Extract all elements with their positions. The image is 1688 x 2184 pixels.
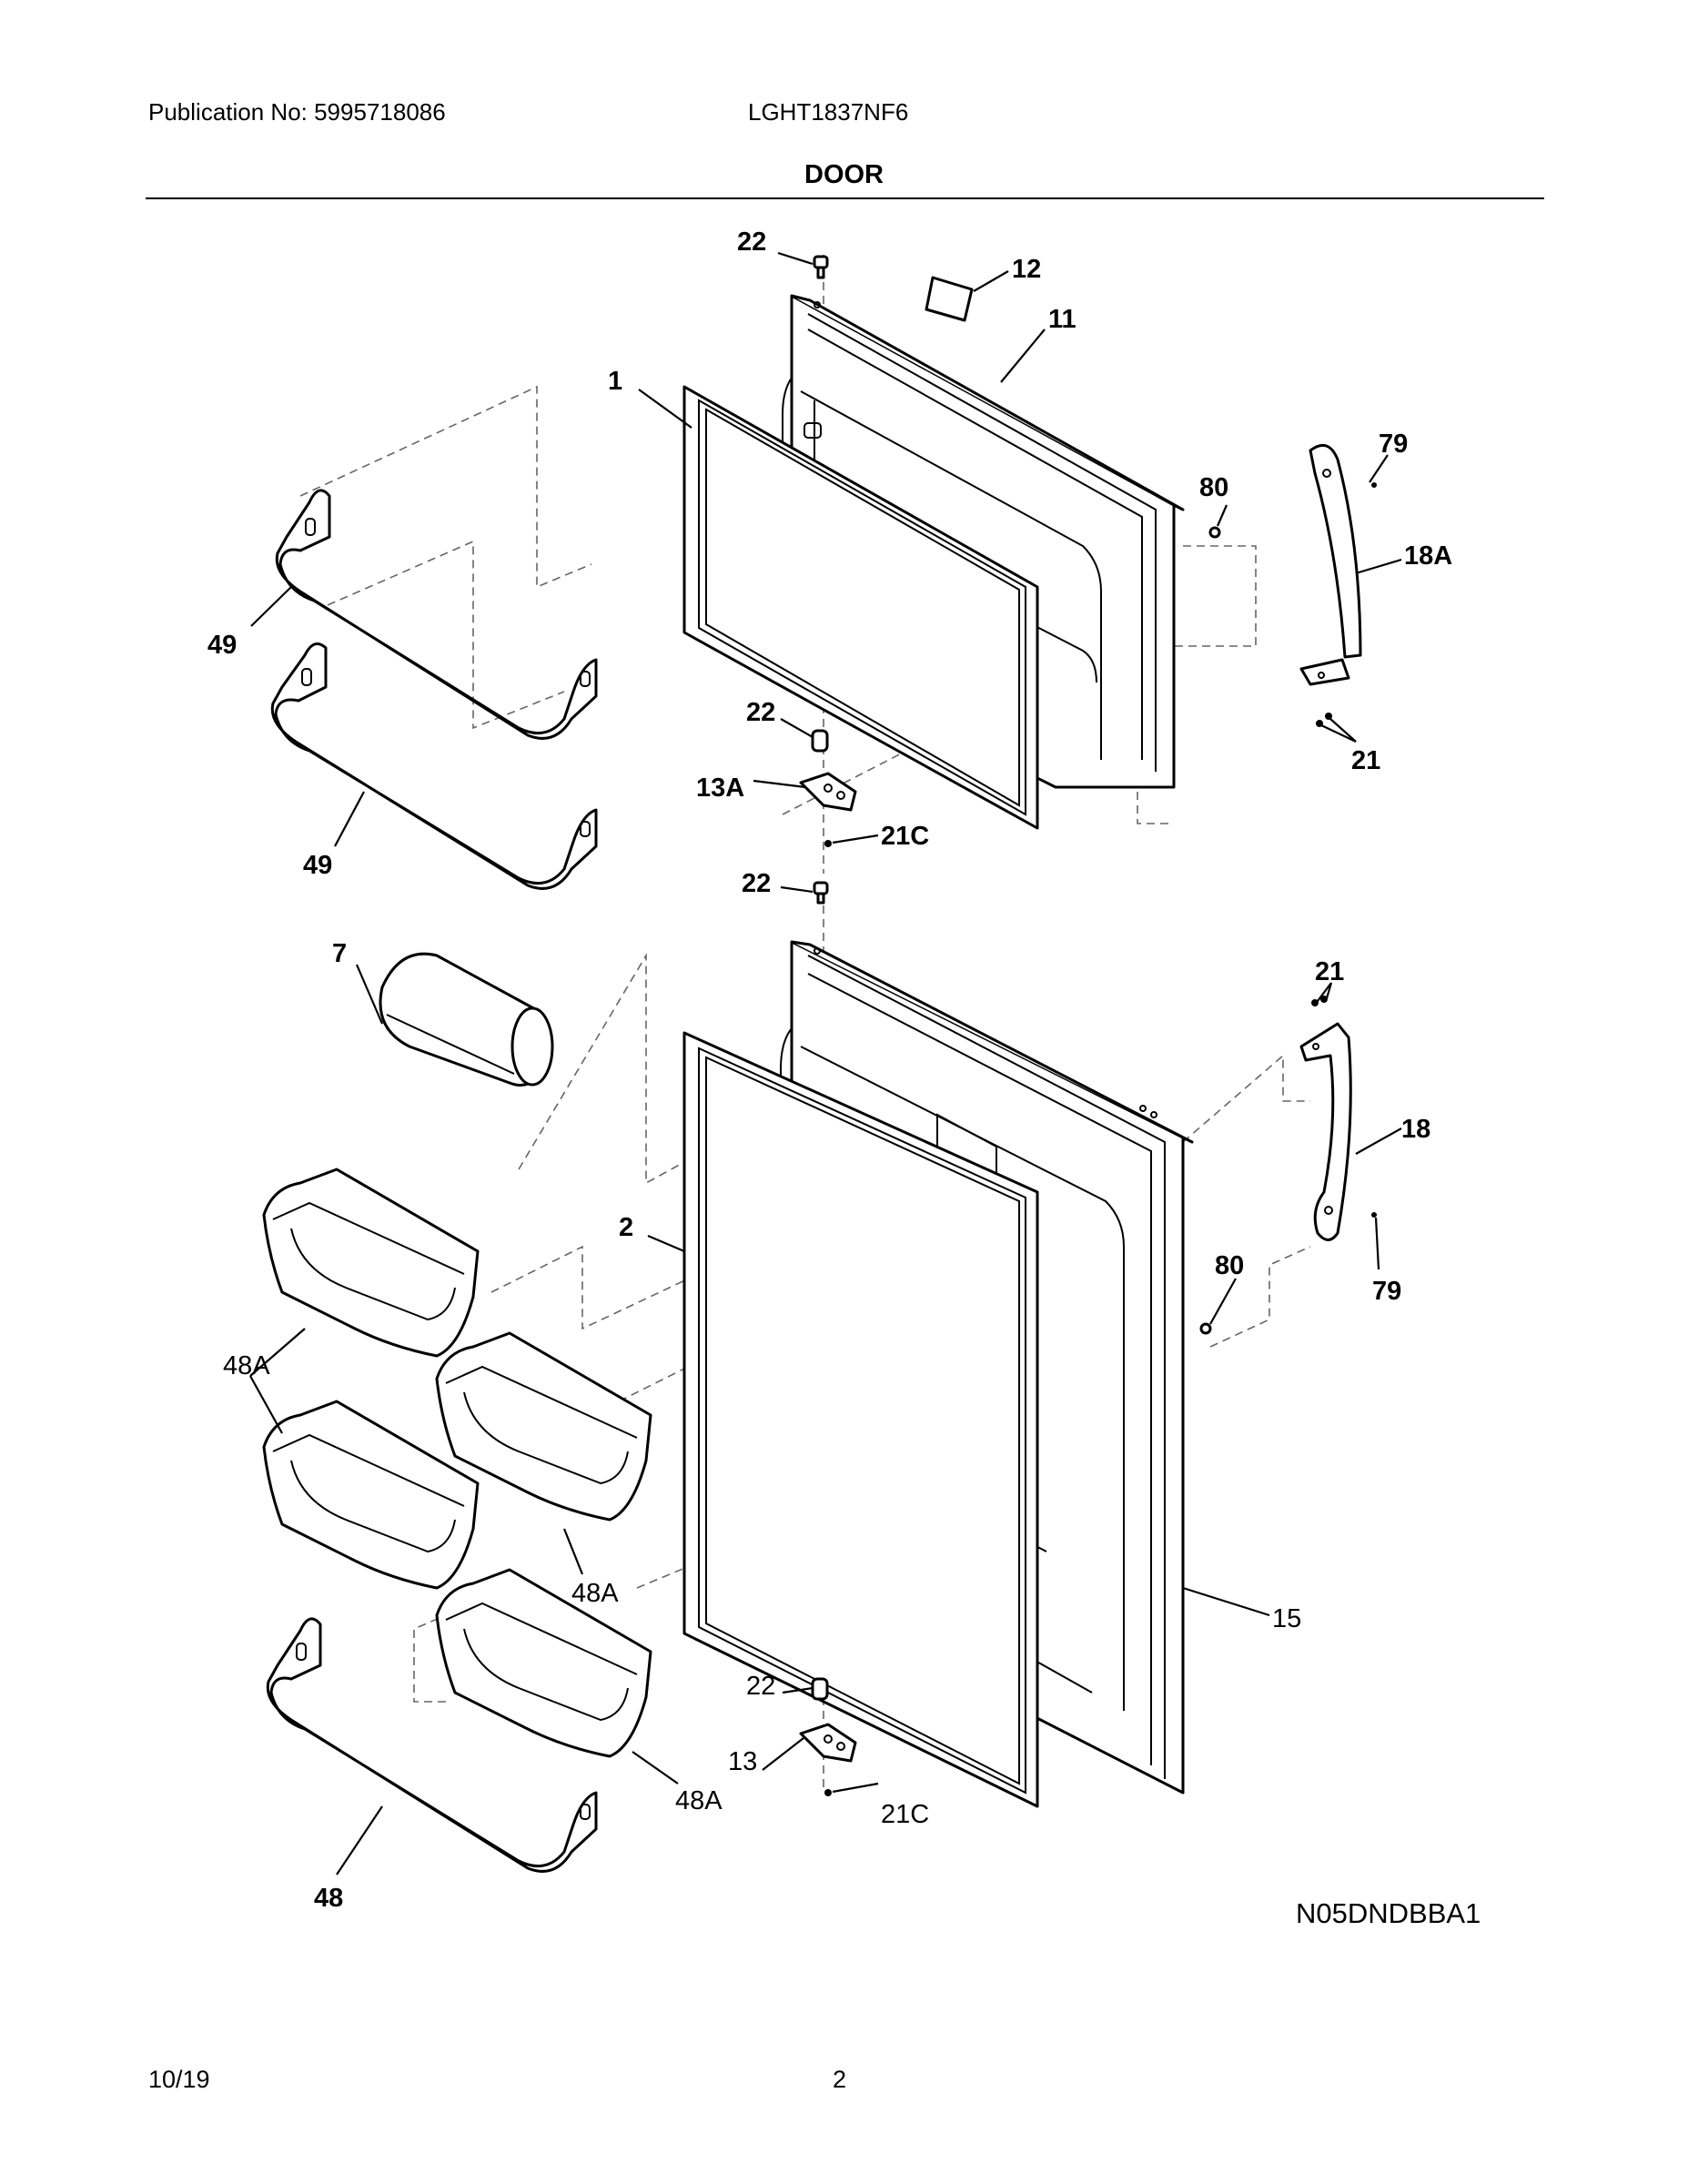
- section-title: DOOR: [804, 160, 884, 189]
- freezer-door-shelf-upper: [275, 489, 598, 740]
- freezer-door-assembly: [299, 255, 1377, 874]
- callout-18A: 18A: [1404, 541, 1452, 571]
- header-rule: [146, 197, 1544, 199]
- fresh-food-handle: [1299, 1022, 1352, 1241]
- screw-21C-upper: [824, 840, 832, 847]
- plug-80-upper: [1208, 526, 1221, 539]
- callout-48: 48: [314, 1884, 343, 1913]
- callout-21C-upper: 21C: [881, 822, 929, 851]
- dairy-door-part: [379, 952, 554, 1087]
- screw-hinge-fresh-food: [811, 1677, 829, 1701]
- plug-80-lower: [1199, 1322, 1212, 1335]
- callout-15: 15: [1272, 1604, 1301, 1633]
- callout-22-top-freezer: 22: [737, 228, 766, 257]
- callout-11: 11: [1048, 305, 1076, 334]
- callout-22-hinge-freezer: 22: [746, 698, 775, 727]
- footer-date: 10/19: [148, 2066, 210, 2093]
- freezer-door-gasket: [682, 385, 1039, 830]
- callout-21C-lower: 21C: [881, 1800, 929, 1829]
- fresh-food-door-assembly: [413, 881, 1377, 1808]
- screw-79-upper: [1371, 482, 1377, 488]
- callout-79-lower: 79: [1372, 1277, 1401, 1306]
- callout-79-upper: 79: [1379, 430, 1408, 459]
- callout-18: 18: [1401, 1115, 1430, 1144]
- callout-22-hinge-fresh-food: 22: [746, 1672, 775, 1701]
- model-number: LGHT1837NF6: [748, 98, 909, 126]
- callout-21-lower: 21: [1315, 957, 1344, 986]
- door-bin-lower-left: [262, 1400, 480, 1590]
- callout-49-upper: 49: [207, 631, 237, 660]
- callout-48A-middle: 48A: [571, 1579, 619, 1608]
- door-bin-lower-right: [435, 1568, 652, 1758]
- callout-7: 7: [332, 939, 347, 968]
- freezer-door-shelf-lower: [270, 642, 598, 890]
- callout-48A-right: 48A: [675, 1786, 723, 1815]
- callout-80-lower: 80: [1215, 1251, 1244, 1280]
- door-bin-upper-left: [262, 1168, 480, 1358]
- callout-2: 2: [619, 1213, 633, 1242]
- callout-48A-left: 48A: [223, 1351, 270, 1380]
- door-bin-middle-right: [435, 1331, 652, 1522]
- callout-80-upper: 80: [1199, 473, 1228, 502]
- page-number: 2: [833, 2066, 847, 2093]
- leader-lines: [249, 251, 1402, 1876]
- badge-part: [925, 276, 974, 322]
- callout-12: 12: [1012, 255, 1041, 284]
- publication-number: Publication No: 5995718086: [148, 98, 446, 126]
- diagram-code: N05DNDBBA1: [1296, 1897, 1481, 1929]
- callout-13: 13: [728, 1747, 757, 1776]
- callout-49-lower: 49: [303, 851, 332, 880]
- callout-13A: 13A: [696, 774, 744, 803]
- screw-top-fresh-food: [813, 881, 829, 905]
- freezer-handle: [1299, 443, 1362, 686]
- fresh-food-door-shelf: [266, 1617, 598, 1873]
- callout-1: 1: [608, 367, 622, 396]
- fresh-food-door-gasket: [682, 1031, 1039, 1808]
- screw-79-lower: [1371, 1212, 1377, 1218]
- screw-hinge-freezer: [811, 729, 829, 753]
- screw-top-freezer: [813, 255, 829, 279]
- callout-21-upper: 21: [1351, 746, 1380, 775]
- callout-22-top-fresh-food: 22: [742, 869, 771, 898]
- screw-21C-lower: [824, 1789, 832, 1796]
